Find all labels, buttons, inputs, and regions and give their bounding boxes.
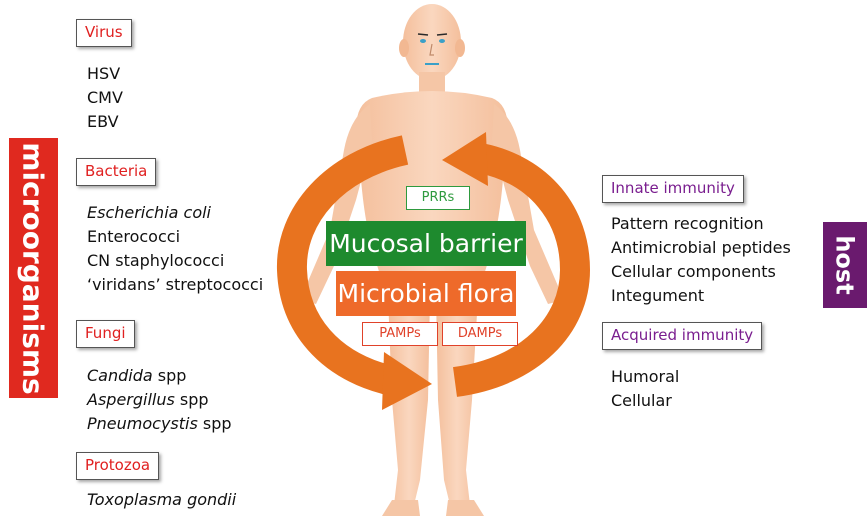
list-item: Antimicrobial peptides (611, 236, 791, 260)
virus-category: Virus (76, 19, 132, 47)
right-eyebrow (437, 34, 447, 35)
left-eye (420, 39, 426, 43)
acquired-immunity-list: Humoral Cellular (611, 365, 679, 413)
list-item: EBV (87, 110, 123, 134)
left-ear (399, 39, 409, 57)
list-item: Cellular components (611, 260, 791, 284)
list-item: Enterococci (87, 225, 263, 249)
right-foot (446, 500, 484, 516)
right-eye (439, 39, 445, 43)
list-item: HSV (87, 62, 123, 86)
left-foot (382, 500, 420, 516)
protozoa-list: Toxoplasma gondii (87, 488, 236, 512)
list-item: Pneumocystis spp (87, 412, 232, 436)
acquired-immunity-category: Acquired immunity (602, 322, 762, 350)
fungi-list: Candida spp Aspergillus spp Pneumocystis… (87, 364, 232, 436)
list-item: CN staphylococci (87, 249, 263, 273)
list-item: Cellular (611, 389, 679, 413)
head (403, 4, 461, 80)
host-label: host (823, 222, 867, 308)
innate-immunity-category: Innate immunity (602, 175, 744, 203)
mucosal-barrier-box: Mucosal barrier (326, 221, 526, 266)
microorganisms-label: microorganisms (9, 138, 58, 398)
list-item: Pattern recognition (611, 212, 791, 236)
list-item: Candida spp (87, 364, 232, 388)
damps-tag: DAMPs (442, 322, 518, 346)
microbial-flora-box: Microbial flora (336, 271, 516, 316)
bacteria-list: Escherichia coli Enterococci CN staphylo… (87, 201, 263, 297)
fungi-category: Fungi (76, 320, 135, 348)
virus-list: HSV CMV EBV (87, 62, 123, 134)
pamps-tag: PAMPs (362, 322, 438, 346)
left-eyebrow (418, 34, 428, 35)
list-item: Aspergillus spp (87, 388, 232, 412)
prrs-tag: PRRs (406, 186, 470, 210)
neck (419, 72, 445, 94)
list-item: Toxoplasma gondii (87, 488, 236, 512)
innate-immunity-list: Pattern recognition Antimicrobial peptid… (611, 212, 791, 308)
right-ear (455, 39, 465, 57)
list-item: Escherichia coli (87, 201, 263, 225)
list-item: Integument (611, 284, 791, 308)
list-item: ‘viridans’ streptococci (87, 273, 263, 297)
bacteria-category: Bacteria (76, 158, 156, 186)
list-item: CMV (87, 86, 123, 110)
protozoa-category: Protozoa (76, 452, 159, 480)
list-item: Humoral (611, 365, 679, 389)
